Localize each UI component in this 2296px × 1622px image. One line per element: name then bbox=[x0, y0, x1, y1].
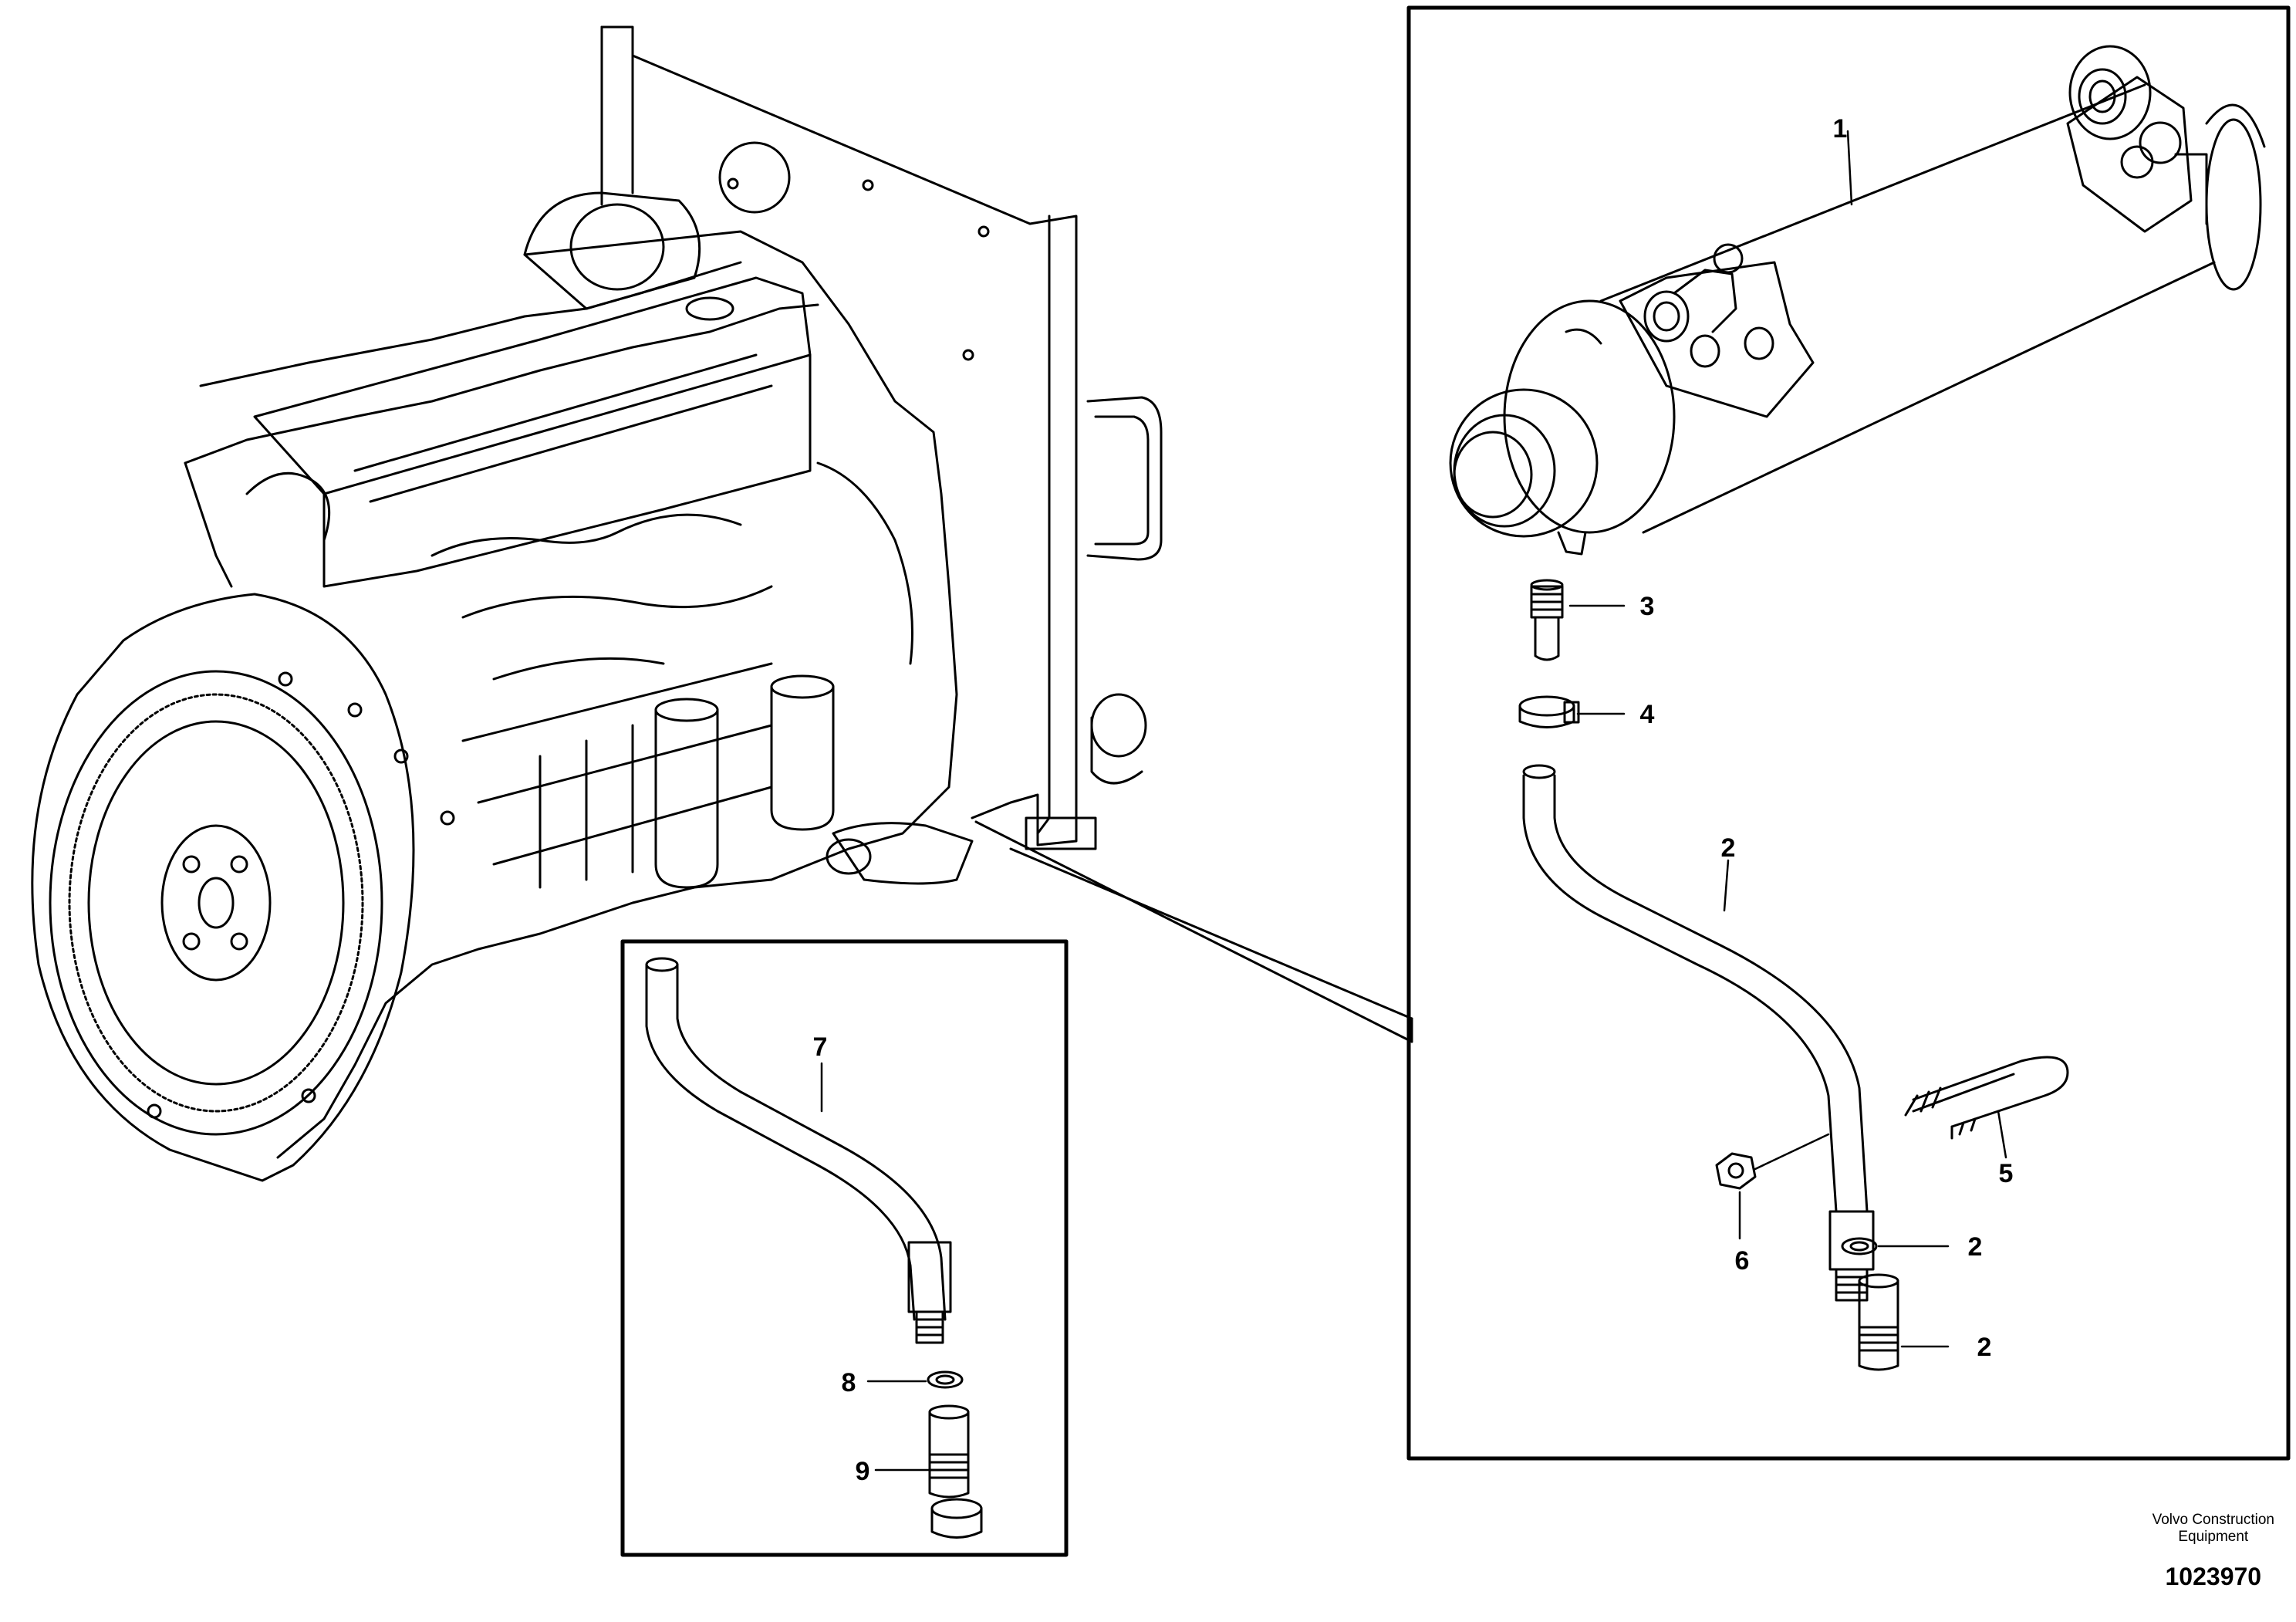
callout-1: 1 bbox=[1833, 114, 1848, 144]
part-2-hose bbox=[1522, 764, 1875, 1302]
callout-2-washer: 2 bbox=[1968, 1232, 1983, 1262]
detail-box-variant bbox=[620, 939, 1069, 1557]
part-3-nipple bbox=[1530, 579, 1564, 661]
callout-2-hose: 2 bbox=[1721, 833, 1736, 863]
callout-4: 4 bbox=[1640, 700, 1655, 729]
part-2-washer bbox=[1841, 1237, 1878, 1255]
part-5-u-bolt bbox=[1904, 1056, 2069, 1140]
callout-7: 7 bbox=[813, 1032, 828, 1062]
engine-assembly bbox=[31, 25, 1163, 1182]
callout-leaders-right bbox=[1568, 130, 2007, 1348]
manufacturer-line-1: Volvo Construction bbox=[2152, 1512, 2274, 1528]
part-9-adapter bbox=[928, 1404, 983, 1539]
callout-6: 6 bbox=[1735, 1246, 1750, 1276]
drawing-footer: Volvo Construction Equipment 1023970 bbox=[2152, 1512, 2274, 1591]
part-8-washer bbox=[927, 1370, 964, 1389]
callout-leaders-left bbox=[820, 1062, 931, 1472]
part-2-adapter bbox=[1858, 1273, 1899, 1371]
drawing-number: 1023970 bbox=[2165, 1563, 2262, 1590]
callout-8: 8 bbox=[842, 1368, 856, 1397]
engine-leader-lines bbox=[974, 820, 1413, 1043]
callout-9: 9 bbox=[856, 1457, 870, 1486]
callout-3: 3 bbox=[1640, 592, 1655, 621]
part-4-hose-clamp bbox=[1518, 695, 1580, 728]
detail-box-cooler bbox=[1406, 5, 2291, 1461]
manufacturer-line-2: Equipment bbox=[2178, 1529, 2249, 1545]
part-7-hose bbox=[645, 957, 952, 1344]
part-6-nut bbox=[1715, 1152, 1757, 1190]
oil-cooler bbox=[1449, 45, 2266, 556]
callout-2-adapter: 2 bbox=[1977, 1333, 1992, 1362]
callout-5: 5 bbox=[1999, 1159, 2014, 1188]
